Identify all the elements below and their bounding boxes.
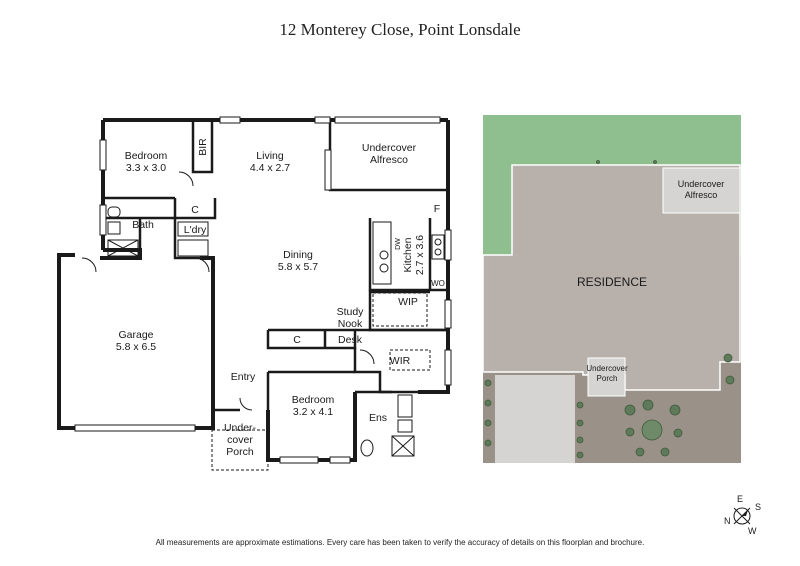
bedroom2-size: 3.2 x 4.1: [293, 406, 333, 418]
site-porch-line2: Porch: [597, 374, 618, 383]
living-size: 4.4 x 2.7: [250, 162, 290, 174]
study-line2: Nook: [338, 318, 363, 330]
dining-name: Dining: [283, 249, 313, 261]
compass-icon: E S N W: [724, 494, 761, 536]
site-alfresco: [662, 167, 741, 214]
fixtures: [81, 171, 445, 457]
bedroom1-size: 3.3 x 3.0: [126, 162, 166, 174]
desk-label: Desk: [338, 334, 363, 346]
laundry-label: L'dry: [184, 224, 207, 236]
entry-label: Entry: [231, 371, 256, 383]
windows: [74, 116, 452, 464]
kitchen-size: 2.7 x 3.6: [414, 235, 426, 275]
porch-outline: [211, 429, 269, 471]
compass-e: E: [737, 494, 743, 504]
cupboard-label-2: C: [293, 334, 301, 346]
cupboard-label-1: C: [191, 204, 199, 216]
compass-n: N: [724, 516, 731, 526]
bir-label: BIR: [197, 138, 209, 156]
alfresco-line1: Undercover: [362, 142, 417, 154]
sink-icon: [379, 250, 389, 260]
site-porch: [587, 357, 626, 397]
driveway: [495, 375, 575, 463]
alfresco-line2: Alfresco: [370, 154, 408, 166]
bedroom2-name: Bedroom: [292, 394, 335, 406]
ensuite-label: Ens: [369, 412, 387, 424]
porch-line2: cover: [227, 434, 253, 446]
cooktop-icon: [434, 238, 442, 246]
porch-line1: Under-: [224, 422, 257, 434]
porch-line3: Porch: [226, 446, 254, 458]
fridge-label: F: [434, 203, 440, 215]
dishwasher-label: DW: [395, 238, 402, 250]
site-alfresco-line2: Alfresco: [685, 190, 718, 200]
wip-label: WIP: [398, 296, 418, 308]
living-name: Living: [256, 150, 284, 162]
bedroom1-name: Bedroom: [125, 150, 168, 162]
site-alfresco-line1: Undercover: [678, 179, 725, 189]
site-porch-line1: Undercover: [586, 364, 628, 373]
page-title: 12 Monterey Close, Point Lonsdale: [279, 20, 521, 39]
wall-oven-label: WO: [431, 279, 445, 288]
residence-label: RESIDENCE: [577, 275, 647, 289]
kitchen-name: Kitchen: [402, 237, 414, 272]
garage-size: 5.8 x 6.5: [116, 341, 156, 353]
garage-name: Garage: [118, 329, 153, 341]
dining-size: 5.8 x 5.7: [278, 261, 318, 273]
compass-s: S: [755, 502, 761, 512]
disclaimer: All measurements are approximate estimat…: [155, 538, 645, 547]
wir-label: WIR: [390, 355, 411, 367]
bath-label: Bath: [132, 219, 154, 231]
study-line1: Study: [337, 306, 365, 318]
garden-plants: [484, 160, 735, 459]
compass-w: W: [748, 526, 757, 536]
